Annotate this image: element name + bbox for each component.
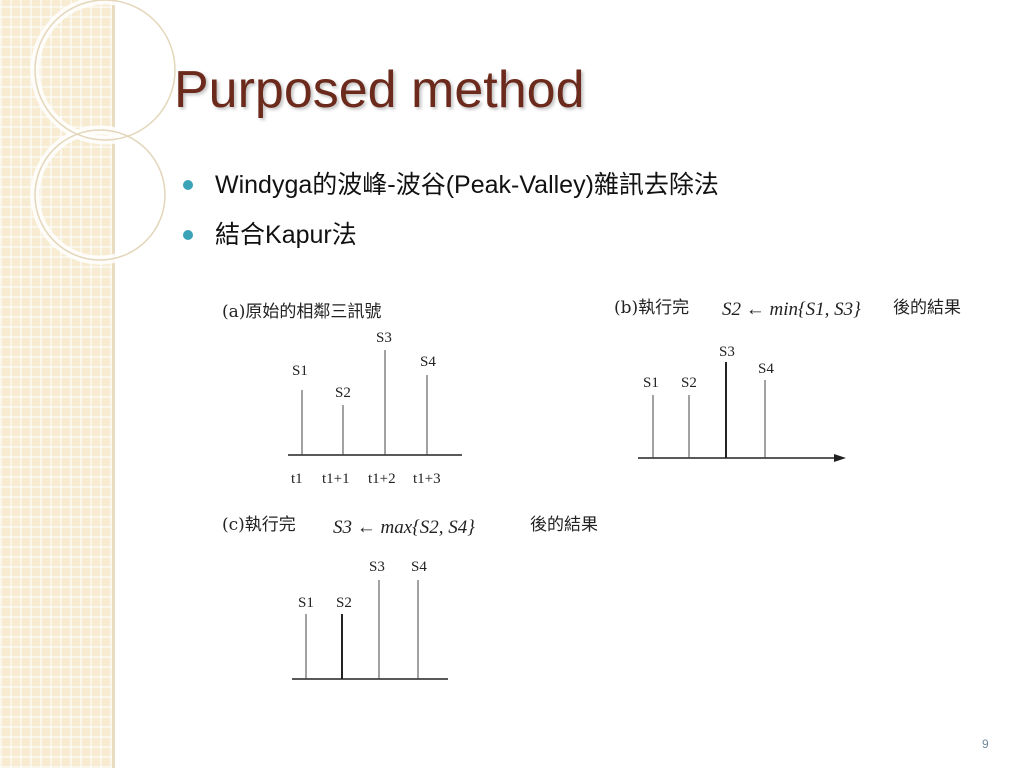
decorative-rings <box>30 0 180 265</box>
band-edge <box>112 0 115 768</box>
bullet-text-cjk: 法 <box>331 220 357 249</box>
bullet-item-windyga: Windyga的波峰-波谷(Peak-Valley)雜訊去除法 <box>183 170 719 200</box>
panel-b-signal-label: S1 <box>643 375 659 391</box>
panel-b-signal-label: S2 <box>681 375 697 391</box>
panel-a-signal-label: S4 <box>420 354 436 370</box>
panel-b-arrow-icon <box>834 454 846 462</box>
panel-c-signal-label: S3 <box>369 559 385 575</box>
bullet-text-cjk: 的波峰-波谷 <box>312 170 446 199</box>
panel-b-label-prefix: (b)執行完 <box>614 298 689 318</box>
panel-a-tick-label: t1+1 <box>322 471 350 487</box>
slide-title: Purposed method <box>174 61 585 119</box>
panel-a-signal-label: S1 <box>292 363 308 379</box>
panel-c-formula: S3 ← max{S2, S4} <box>333 517 475 538</box>
bullet-text-latin: Kapur <box>265 221 332 249</box>
bullet-text-latin: Windyga <box>215 171 313 199</box>
panel-a-tick-label: t1+2 <box>368 471 396 487</box>
panel-a-signal-label: S3 <box>376 330 392 346</box>
panel-b-formula: S2 ← min{S1, S3} <box>722 299 861 320</box>
panel-a-tick-label: t1 <box>291 471 303 487</box>
bullet-dot-icon <box>183 230 193 240</box>
panel-a: (a)原始的相鄰三訊號 S1 S2 S3 S4 t1 t1+1 t1+2 t1+… <box>222 302 462 487</box>
panel-a-label: (a)原始的相鄰三訊號 <box>222 302 381 322</box>
panel-c-label-suffix: 後的結果 <box>530 515 598 535</box>
bullet-item-kapur: 結合Kapur法 <box>183 220 719 250</box>
panel-a-signal-label: S2 <box>335 385 351 401</box>
bullet-dot-icon <box>183 180 193 190</box>
panel-c: (c)執行完 S3 ← max{S2, S4} 後的結果 S1 S2 S3 S4 <box>222 515 598 680</box>
panel-c-signal-label: S2 <box>336 595 352 611</box>
page-number: 9 <box>982 737 989 751</box>
bullet-list: Windyga的波峰-波谷(Peak-Valley)雜訊去除法 結合Kapur法 <box>183 170 719 270</box>
panel-c-label-prefix: (c)執行完 <box>222 515 296 535</box>
bullet-text-latin: (Peak-Valley) <box>445 171 594 199</box>
bullet-text-cjk: 結合 <box>215 220 266 249</box>
panel-a-tick-label: t1+3 <box>413 471 441 487</box>
panel-c-signal-label: S1 <box>298 595 314 611</box>
panel-b-label-suffix: 後的結果 <box>893 298 961 318</box>
bullet-text-cjk: 雜訊去除法 <box>593 170 719 199</box>
panel-b: (b)執行完 S2 ← min{S1, S3} 後的結果 S1 S2 S3 S4 <box>614 298 961 462</box>
panel-c-signal-label: S4 <box>411 559 427 575</box>
panel-b-signal-label: S4 <box>758 361 774 377</box>
panel-b-signal-label: S3 <box>719 344 735 360</box>
